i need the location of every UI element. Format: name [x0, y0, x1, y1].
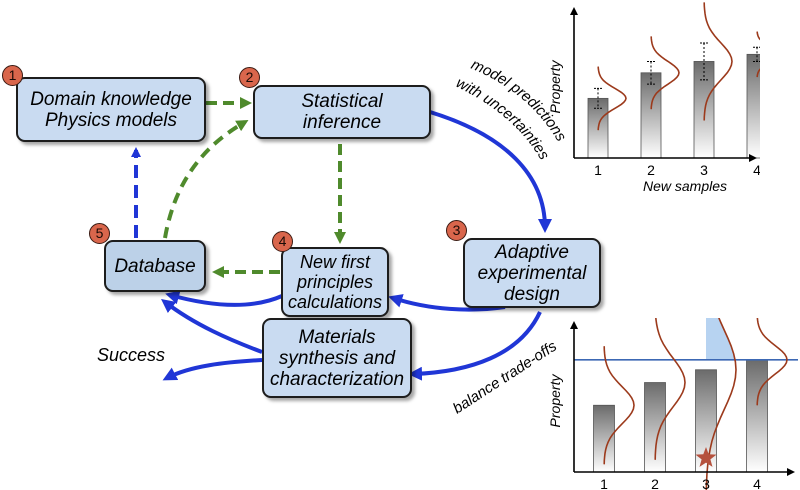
- bar-2: [640, 72, 662, 159]
- adaptive-design-box: Adaptive experimental design: [463, 238, 601, 308]
- step-3-badge: 3: [446, 220, 467, 241]
- adaptive-design-line-1: Adaptive: [495, 241, 569, 263]
- arrow-database-to-inference: [163, 120, 249, 239]
- x-tick-label-4: 4: [753, 476, 761, 490]
- arrow-synthesis-to-success: [162, 358, 263, 381]
- step-4-badge: 4: [272, 231, 293, 252]
- bar-4: [746, 359, 768, 473]
- materials-synthesis-line-2: synthesis and: [278, 347, 396, 369]
- first-principles-box: New first principles calculations: [281, 247, 389, 317]
- x-tick-label-3: 3: [702, 476, 710, 490]
- distribution-curve-1: [597, 66, 627, 131]
- x-tick-label-2: 2: [651, 476, 659, 490]
- x-tick-label-1: 1: [600, 476, 608, 490]
- adaptive-design-line-2: experimental: [477, 262, 587, 284]
- step-1-badge: 1: [2, 65, 23, 86]
- distribution-curve-2: [654, 318, 686, 460]
- statistical-inference-line-1: Statistical: [301, 91, 383, 112]
- statistical-inference-line-2: inference: [302, 112, 382, 133]
- adaptive-design-line-3: design: [504, 283, 560, 305]
- database-label: Database: [114, 255, 196, 277]
- materials-synthesis-box: Materials synthesis and characterization: [262, 318, 412, 398]
- arrow-design-to-calculations: [388, 294, 506, 312]
- arrow-design-to-synthesis: [408, 311, 542, 381]
- distribution-curve-4: [756, 318, 788, 406]
- tradeoff-chart: 1 2 3 4 Property: [550, 318, 798, 490]
- arrow-synthesis-to-database: [161, 298, 263, 354]
- first-principles-line-1: New first: [299, 252, 370, 272]
- y-axis-label: Property: [550, 374, 563, 428]
- y-axis-label: Property: [550, 60, 563, 114]
- distribution-curve-1: [603, 346, 635, 465]
- domain-knowledge-line-1: Domain knowledge: [30, 88, 192, 110]
- statistical-inference-box: Statistical inference: [253, 85, 431, 139]
- x-tick-label-3: 3: [700, 162, 708, 178]
- arrow-inference-to-design: [429, 110, 552, 233]
- x-tick-label-4: 4: [753, 162, 760, 178]
- star-icon: [695, 447, 717, 467]
- shaded-probability-region: [706, 318, 736, 360]
- step-2-badge: 2: [239, 67, 260, 88]
- domain-knowledge-box: Domain knowledge Physics models: [16, 77, 206, 142]
- bar-4: [746, 53, 760, 159]
- distribution-curve-4: [756, 31, 760, 78]
- distribution-curve-2: [650, 36, 680, 110]
- first-principles-line-3: calculations: [287, 292, 383, 312]
- success-label: Success: [97, 345, 166, 365]
- database-box: Database: [104, 240, 206, 292]
- step-5-badge: 5: [89, 223, 110, 244]
- x-tick-label-2: 2: [647, 162, 655, 178]
- x-axis-label: New samples: [643, 178, 727, 194]
- first-principles-line-2: principles: [296, 272, 374, 292]
- arrow-calculations-to-database: [165, 290, 283, 307]
- distribution-curve-3: [703, 2, 733, 121]
- materials-synthesis-line-1: Materials: [298, 326, 376, 348]
- domain-knowledge-line-2: Physics models: [45, 109, 177, 131]
- materials-synthesis-line-3: characterization: [269, 368, 405, 390]
- x-tick-label-1: 1: [594, 162, 602, 178]
